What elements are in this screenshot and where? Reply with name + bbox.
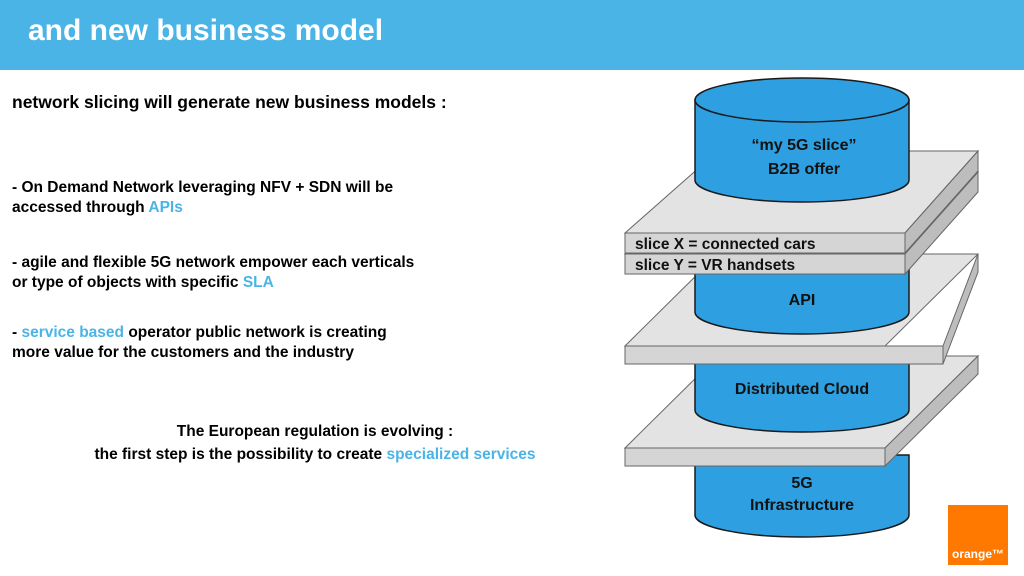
layer-label: “my 5G slice” <box>752 137 857 154</box>
page-title: and new business model <box>28 14 384 47</box>
note-line: the first step is the possibility to cre… <box>15 443 615 466</box>
bullet-line: - agile and flexible 5G network empower … <box>12 254 415 271</box>
bullet-text: operator public network is creating <box>124 324 387 341</box>
highlight-sla: SLA <box>242 274 274 291</box>
cylinder-distributed-cloud: Distributed Cloud <box>694 361 910 433</box>
note-text: the first step is the possibility to cre… <box>94 446 387 463</box>
bullet-line: more value for the customers and the ind… <box>12 344 354 361</box>
slice-x-label: slice X = connected cars <box>635 236 816 253</box>
cylinder-my-5g-slice: “my 5G slice” B2B offer <box>694 77 910 203</box>
regulation-note: The European regulation is evolving : th… <box>15 420 615 466</box>
orange-logo: orange™ <box>948 505 1008 565</box>
note-line: The European regulation is evolving : <box>176 423 454 440</box>
bullet-line: accessed through APIs <box>12 198 572 218</box>
cylinder-5g-infrastructure: 5G Infrastructure <box>694 454 910 538</box>
highlight-apis: APIs <box>148 199 183 216</box>
bullet-text: - <box>12 324 22 341</box>
bullet-line: or type of objects with specific SLA <box>12 273 572 293</box>
bullet-apis: - On Demand Network leveraging NFV + SDN… <box>12 178 572 218</box>
layer-label: Distributed Cloud <box>735 381 869 398</box>
highlight-service-based: service based <box>21 324 125 341</box>
bullet-service-based: - service based operator public network … <box>12 323 572 363</box>
bullet-sla: - agile and flexible 5G network empower … <box>12 253 572 293</box>
layer-label: B2B offer <box>768 161 840 178</box>
layer-label: API <box>789 292 816 309</box>
header-bar: and new business model <box>0 0 1024 70</box>
subtitle: network slicing will generate new busine… <box>12 92 447 112</box>
logo-text: orange™ <box>951 547 1004 561</box>
cylinder-api: API <box>694 261 910 335</box>
layer-label: 5G <box>791 475 812 492</box>
layer-label: Infrastructure <box>750 497 854 514</box>
slice-y-label: slice Y = VR handsets <box>635 257 795 274</box>
bullet-line: - service based operator public network … <box>12 323 572 343</box>
bullet-text: accessed through <box>12 199 149 216</box>
bullet-text: or type of objects with specific <box>12 274 243 291</box>
highlight-specialized-services: specialized services <box>386 446 536 463</box>
bullet-line: - On Demand Network leveraging NFV + SDN… <box>12 179 394 196</box>
